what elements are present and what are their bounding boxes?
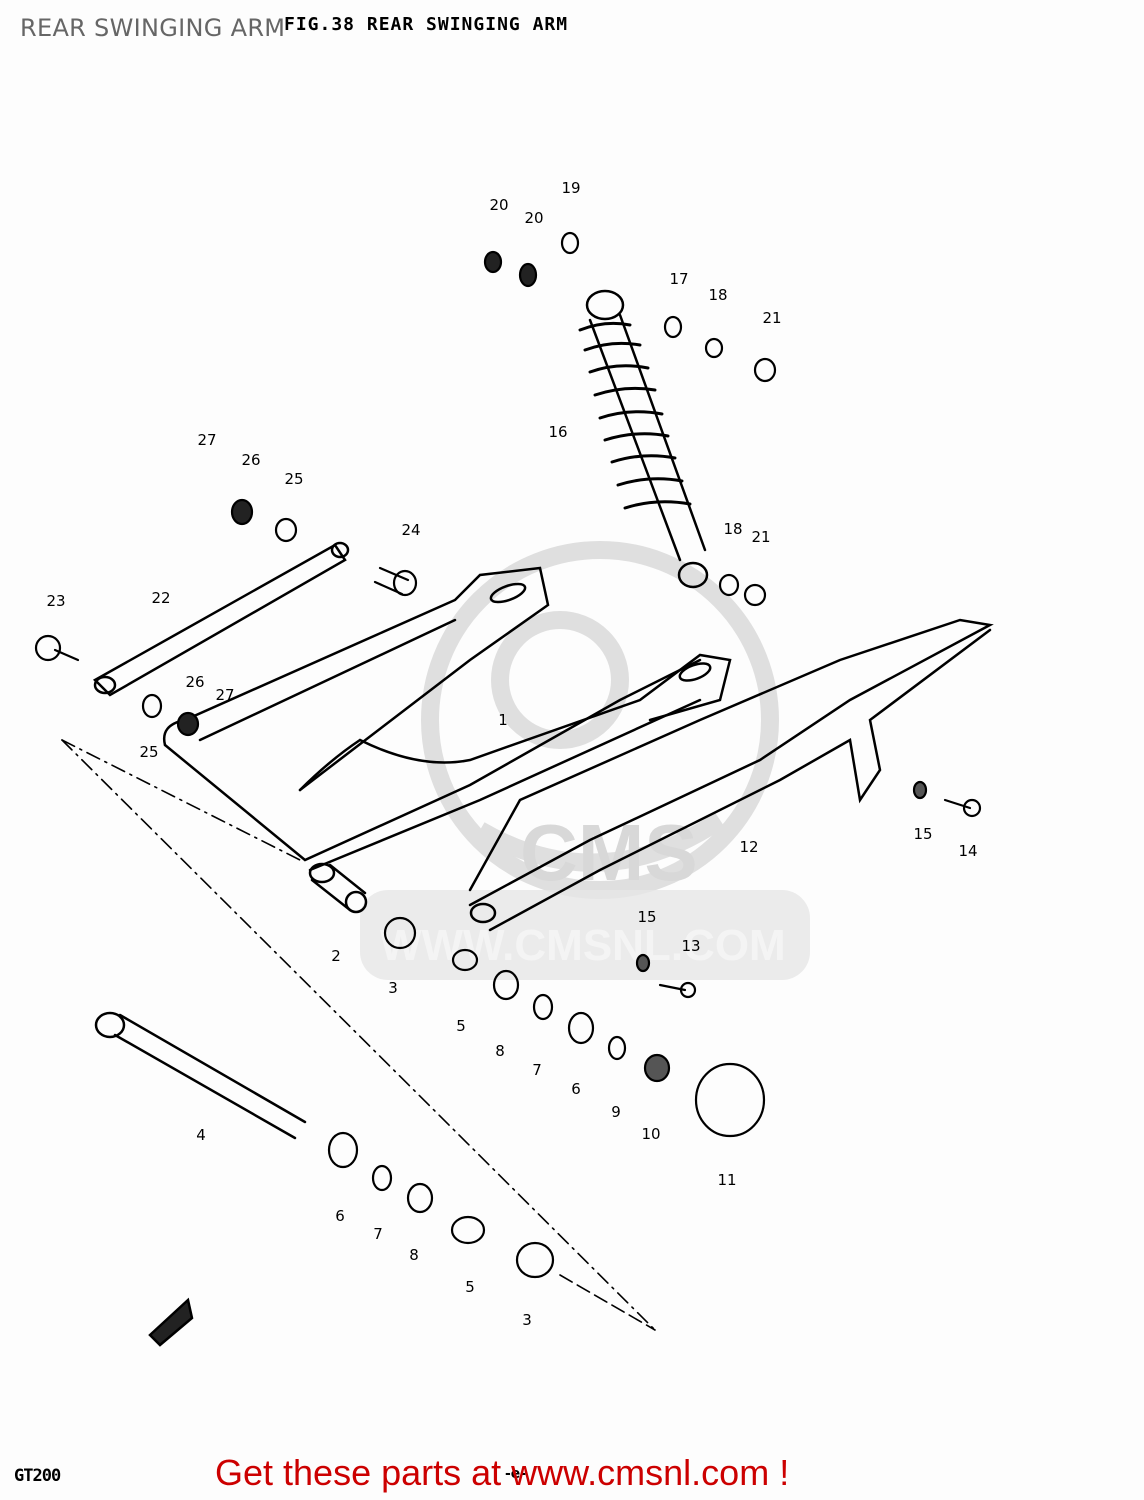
callout-part-11: 11 [717, 1171, 737, 1189]
callout-part-14: 14 [958, 842, 978, 860]
axis-line-front [61, 739, 301, 861]
callout-part-12: 12 [739, 838, 759, 856]
callout-part-7: 7 [373, 1225, 383, 1243]
callout-part-6: 6 [335, 1207, 345, 1225]
figure-title: FIG.38 REAR SWINGING ARM [284, 14, 569, 35]
front-direction-arrow-icon [148, 1297, 194, 1347]
page-mark: -e- [505, 1466, 527, 1482]
callout-part-17: 17 [669, 270, 689, 288]
callout-part-5: 5 [465, 1278, 475, 1296]
callout-part-2: 2 [331, 947, 341, 965]
model-label: GT200 [14, 1466, 61, 1486]
chain-case-part-12 [468, 618, 994, 932]
callout-part-3: 3 [388, 979, 398, 997]
watermark-cms: CMS [520, 808, 698, 897]
callout-part-5: 5 [456, 1017, 466, 1035]
watermark-url: WWW.CMSNL.COM [380, 921, 786, 970]
watermark-banner [360, 890, 810, 980]
callout-part-18: 18 [708, 286, 728, 304]
callout-part-26: 26 [185, 673, 205, 691]
callout-part-25: 25 [139, 743, 159, 761]
torque-rod-part-22 [92, 541, 350, 697]
callout-part-4: 4 [196, 1126, 206, 1144]
axis-line-low [559, 1274, 656, 1331]
callout-part-16: 16 [548, 423, 568, 441]
callout-part-23: 23 [46, 592, 66, 610]
callout-part-1: 1 [498, 711, 508, 729]
callout-part-20: 20 [489, 196, 509, 214]
callout-part-22: 22 [151, 589, 171, 607]
callout-part-6: 6 [571, 1080, 581, 1098]
callout-part-18: 18 [723, 520, 743, 538]
callout-part-3: 3 [522, 1311, 532, 1329]
callout-part-19: 19 [561, 179, 581, 197]
callout-part-8: 8 [409, 1246, 419, 1264]
callout-part-13: 13 [681, 937, 701, 955]
callout-part-27: 27 [197, 431, 217, 449]
callout-part-10: 10 [641, 1125, 661, 1143]
pivot-tube-part-2 [308, 862, 368, 914]
axis-line-left [61, 739, 656, 1331]
shock-absorber-part-16 [578, 289, 709, 589]
callout-part-27: 27 [215, 686, 235, 704]
callout-part-21: 21 [751, 528, 771, 546]
callout-part-25: 25 [284, 470, 304, 488]
callout-part-15: 15 [913, 825, 933, 843]
callout-part-15: 15 [637, 908, 657, 926]
small-parts [34, 231, 982, 1279]
callout-part-26: 26 [241, 451, 261, 469]
callout-part-20: 20 [524, 209, 544, 227]
callout-part-7: 7 [532, 1061, 542, 1079]
callout-part-8: 8 [495, 1042, 505, 1060]
buy-parts-link[interactable]: Get these parts at www.cmsnl.com ! [215, 1452, 790, 1493]
callout-part-21: 21 [762, 309, 782, 327]
pivot-bolt-part-4 [94, 1011, 307, 1140]
callout-part-24: 24 [401, 521, 421, 539]
callout-part-9: 9 [611, 1103, 621, 1121]
page-title: REAR SWINGING ARM [20, 14, 286, 42]
